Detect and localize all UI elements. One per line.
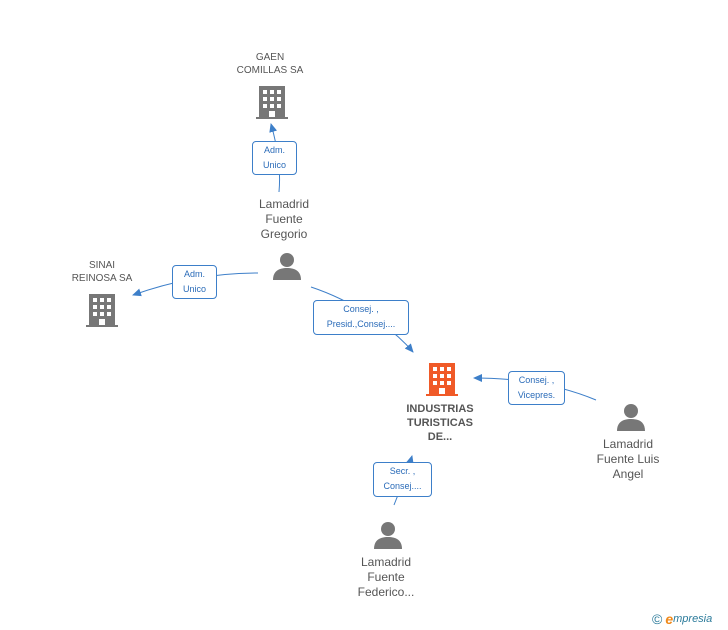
node-label-line: Fuente Luis [596,452,660,466]
copyright-symbol: © [652,611,663,627]
node-label-line: GAEN [255,52,285,63]
edge-label-line: Unico [262,160,286,170]
node-label-gaen-comillas[interactable]: GAEN COMILLAS SA [218,51,322,77]
building-icon[interactable] [86,292,118,328]
node-label-line: SINAI [88,260,116,271]
node-label-line: Lamadrid [258,197,310,211]
node-label-line: Gregorio [260,227,308,241]
node-label-lamadrid-federico[interactable]: Lamadrid Fuente Federico... [334,555,438,600]
node-label-industrias-turisticas[interactable]: INDUSTRIAS TURISTICAS DE... [388,402,492,444]
brand-logo-e: e [665,611,674,627]
node-label-line: REINOSA SA [71,273,133,284]
building-icon[interactable] [256,84,288,120]
node-label-sinai-reinosa[interactable]: SINAI REINOSA SA [50,259,154,285]
node-label-line: Lamadrid [360,555,412,569]
edge-label-luis-industrias[interactable]: Consej. , Vicepres. [508,371,565,405]
node-label-line: Federico... [357,585,415,599]
edge-label-line: Consej. , [518,375,555,385]
node-label-lamadrid-luis-angel[interactable]: Lamadrid Fuente Luis Angel [576,437,680,482]
edge-label-gregorio-industrias[interactable]: Consej. , Presid.,Consej.... [313,300,409,335]
node-label-line: Fuente [367,570,405,584]
edge-label-line: Consej. , [343,304,379,314]
person-icon[interactable] [272,251,302,281]
person-icon[interactable] [616,402,646,432]
empresia-logo[interactable]: © e mpresia [652,610,712,628]
node-label-lamadrid-gregorio[interactable]: Lamadrid Fuente Gregorio [232,197,336,242]
edge-label-line: Consej.... [383,481,422,491]
node-label-line: Angel [612,467,644,481]
node-label-line: DE... [427,431,453,443]
node-label-line: COMILLAS SA [236,65,304,76]
edge-label-line: Presid.,Consej.... [326,319,396,329]
edge-label-line: Adm. [263,145,285,155]
node-label-line: Lamadrid [602,437,654,451]
edge-label-line: Adm. [183,269,205,279]
edge-label-federico-industrias[interactable]: Secr. , Consej.... [373,462,432,497]
edge-label-gregorio-gaen[interactable]: Adm. Unico [252,141,297,175]
node-label-line: Fuente [265,212,303,226]
edge-label-line: Unico [182,284,206,294]
building-icon-main[interactable] [426,361,458,397]
brand-logo-text: mpresia [673,613,713,625]
edge-label-line: Secr. , [389,466,416,476]
edge-label-gregorio-sinai[interactable]: Adm. Unico [172,265,217,299]
person-icon[interactable] [373,520,403,550]
edge-label-line: Vicepres. [517,390,556,400]
node-label-line: INDUSTRIAS [406,403,474,415]
node-label-line: TURISTICAS [407,417,473,429]
